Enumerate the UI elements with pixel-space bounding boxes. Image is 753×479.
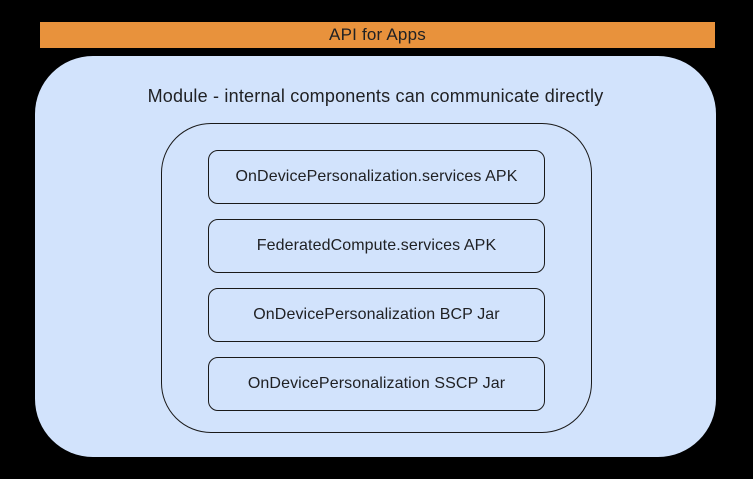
component-box-federatedcompute-services-apk: FederatedCompute.services APK	[208, 219, 545, 273]
component-label: OnDevicePersonalization.services APK	[235, 168, 518, 185]
api-for-apps-banner: API for Apps	[40, 22, 715, 48]
component-label: OnDevicePersonalization BCP Jar	[253, 306, 500, 323]
component-label: FederatedCompute.services APK	[256, 237, 497, 254]
module-container: Module - internal components can communi…	[35, 56, 716, 457]
api-for-apps-banner-label: API for Apps	[329, 25, 426, 44]
component-box-ondevicepersonalization-sscp-jar: OnDevicePersonalization SSCP Jar	[208, 357, 545, 411]
component-box-ondevicepersonalization-bcp-jar: OnDevicePersonalization BCP Jar	[208, 288, 545, 342]
component-label: OnDevicePersonalization SSCP Jar	[247, 375, 506, 392]
module-title: Module - internal components can communi…	[147, 86, 604, 106]
internal-components-group: OnDevicePersonalization.services APK Fed…	[161, 123, 592, 433]
component-box-ondevicepersonalization-services-apk: OnDevicePersonalization.services APK	[208, 150, 545, 204]
